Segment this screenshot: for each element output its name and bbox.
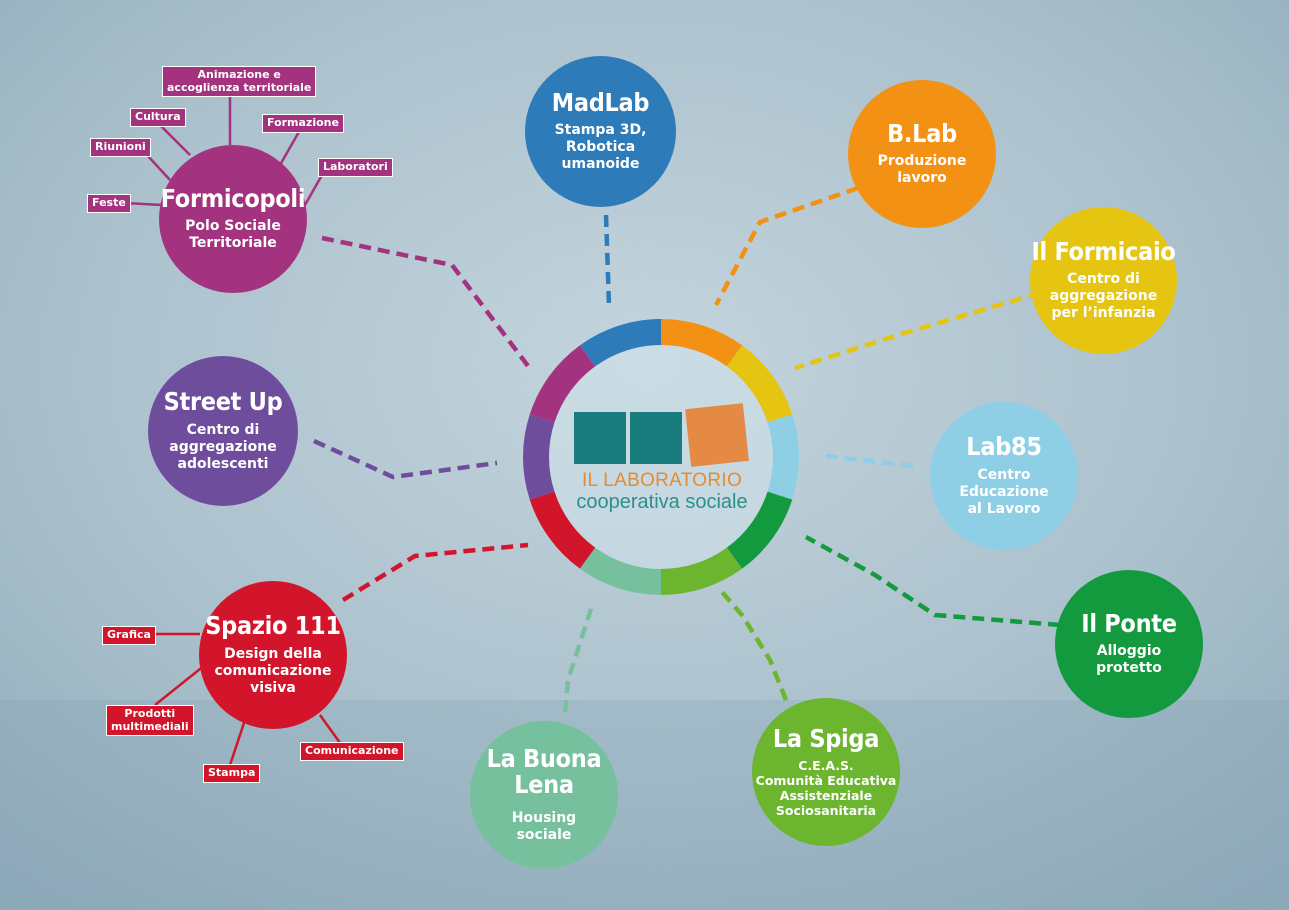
link-spazio-111 [341, 542, 529, 602]
link-lab85 [825, 453, 914, 469]
tag-link-formazione [278, 129, 302, 166]
link-la-spiga [720, 590, 789, 701]
ring-segment [726, 345, 793, 423]
node-title: MadLab [551, 87, 650, 117]
node-title: Spazio 111 [205, 611, 341, 641]
logo-block-1 [574, 412, 626, 464]
link-formicopoli [321, 235, 530, 368]
center-ring [523, 319, 799, 595]
tag-laboratori: Laboratori [318, 158, 393, 177]
tag-link-feste [124, 201, 163, 207]
ring-segments [523, 319, 799, 595]
node-title: La Spiga [772, 723, 880, 753]
tag-link-prodotti [154, 664, 206, 706]
link-il-ponte [804, 535, 1061, 628]
link-il-formicaio [794, 290, 1041, 371]
ring-segment [661, 547, 743, 595]
tag-formazione: Formazione [262, 114, 344, 133]
node-title: Formicopoli [160, 183, 306, 213]
ring-segment [726, 491, 793, 569]
node-title: Lab85 [966, 432, 1042, 462]
ring-segment [529, 345, 596, 423]
link-blab [714, 185, 859, 307]
node-title: Il Formicaio [1031, 236, 1176, 266]
tag-feste: Feste [87, 194, 131, 213]
tag-link-laboratori [303, 174, 324, 206]
tag-link-stampa [228, 719, 247, 766]
ring-segment [579, 547, 661, 595]
logo-block-2 [630, 412, 682, 464]
link-madlab [603, 214, 612, 307]
tag-grafica: Grafica [102, 626, 156, 645]
node-title: B.Lab [887, 118, 957, 148]
ring-segment [529, 491, 596, 569]
logo-block-3 [685, 403, 749, 467]
link-la-buona-lena [562, 605, 595, 713]
tag-animazione: Animazione e accoglienza territoriale [162, 66, 317, 98]
node-title: Street Up [163, 387, 283, 417]
ring-segment [661, 319, 743, 367]
tag-link-cultura [159, 124, 191, 156]
organization-name: IL LABORATORIO [581, 470, 743, 491]
ring-segment [767, 414, 799, 500]
ring-segment [523, 414, 555, 500]
ring-segment [579, 319, 661, 367]
tag-link-comunicazione [318, 714, 345, 748]
organization-subtitle: cooperativa sociale [576, 491, 748, 513]
tag-stampa: Stampa [203, 764, 261, 783]
tag-comunicazione: Comunicazione [300, 742, 404, 761]
tag-riunioni: Riunioni [90, 138, 151, 157]
tag-prodotti-multimediali: Prodotti multimediali [106, 705, 194, 737]
tag-cultura: Cultura [130, 108, 186, 127]
node-title: Il Ponte [1081, 608, 1177, 638]
node-title: La Buona Lena [486, 743, 602, 799]
link-street-up [313, 438, 498, 480]
tag-link-riunioni [146, 154, 171, 181]
